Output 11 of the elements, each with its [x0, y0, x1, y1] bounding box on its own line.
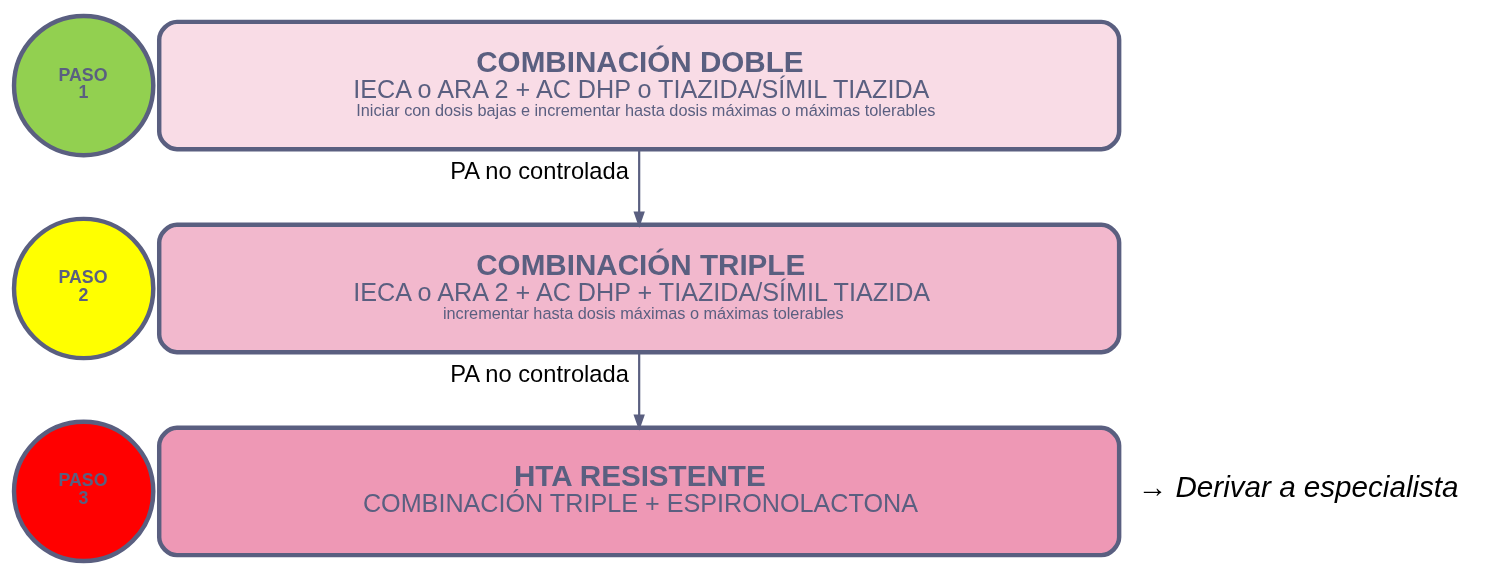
node-circle: PASO 3	[11, 419, 156, 564]
edge-label: PA no controlada	[450, 158, 629, 185]
node-box: COMBINACIÓN TRIPLE IECA o ARA 2 + AC DHP + TIAZIDA/SÍMIL TIAZIDA incrementar hasta dosis máximas o máximas tolerables	[157, 222, 1122, 355]
node-circle: PASO 2	[11, 216, 156, 361]
arrow	[633, 352, 645, 431]
node-box: HTA RESISTENTE COMBINACIÓN TRIPLE + ESPIRONOLACTONA	[157, 425, 1122, 558]
node-box: COMBINACIÓN DOBLE IECA o ARA 2 + AC DHP o TIAZIDA/SÍMIL TIAZIDA Iniciar con dosis bajas e incrementar hasta dosis máximas o máximas tolerables	[157, 19, 1122, 152]
node-circle: PASO 1	[11, 13, 156, 158]
arrow	[633, 149, 645, 228]
node-label: → Derivar a especialista	[1137, 470, 1459, 504]
edge-label: PA no controlada	[450, 361, 629, 388]
